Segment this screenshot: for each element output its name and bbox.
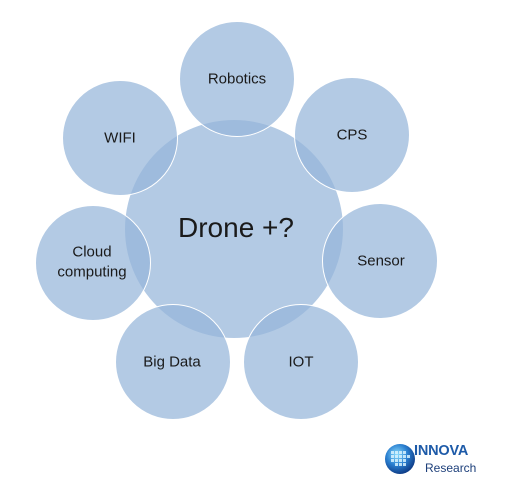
satellite-label-wifi: WIFI bbox=[104, 129, 136, 147]
satellite-circle-iot bbox=[243, 304, 359, 420]
satellite-circle-cps bbox=[294, 77, 410, 193]
center-label: Drone +? bbox=[178, 211, 294, 243]
globe-icon bbox=[385, 444, 415, 474]
innova-research-logo: INNOVA Research bbox=[383, 440, 495, 478]
satellite-circle-wifi bbox=[62, 80, 178, 196]
satellite-circle-robotics bbox=[179, 21, 295, 137]
satellite-label-cloud-computing: Cloud computing bbox=[57, 243, 127, 281]
satellite-label-iot: IOT bbox=[288, 353, 314, 371]
satellite-circle-big-data bbox=[115, 304, 231, 420]
satellite-label-sensor: Sensor bbox=[357, 252, 405, 270]
satellite-label-cps: CPS bbox=[336, 126, 368, 144]
satellite-label-robotics: Robotics bbox=[207, 70, 267, 88]
satellite-label-big-data: Big Data bbox=[143, 353, 201, 371]
satellite-circle-sensor bbox=[322, 203, 438, 319]
logo-brand-text: INNOVA bbox=[414, 443, 469, 459]
satellite-circle-cloud-computing bbox=[35, 205, 151, 321]
logo-sub-text: Research bbox=[425, 461, 477, 475]
